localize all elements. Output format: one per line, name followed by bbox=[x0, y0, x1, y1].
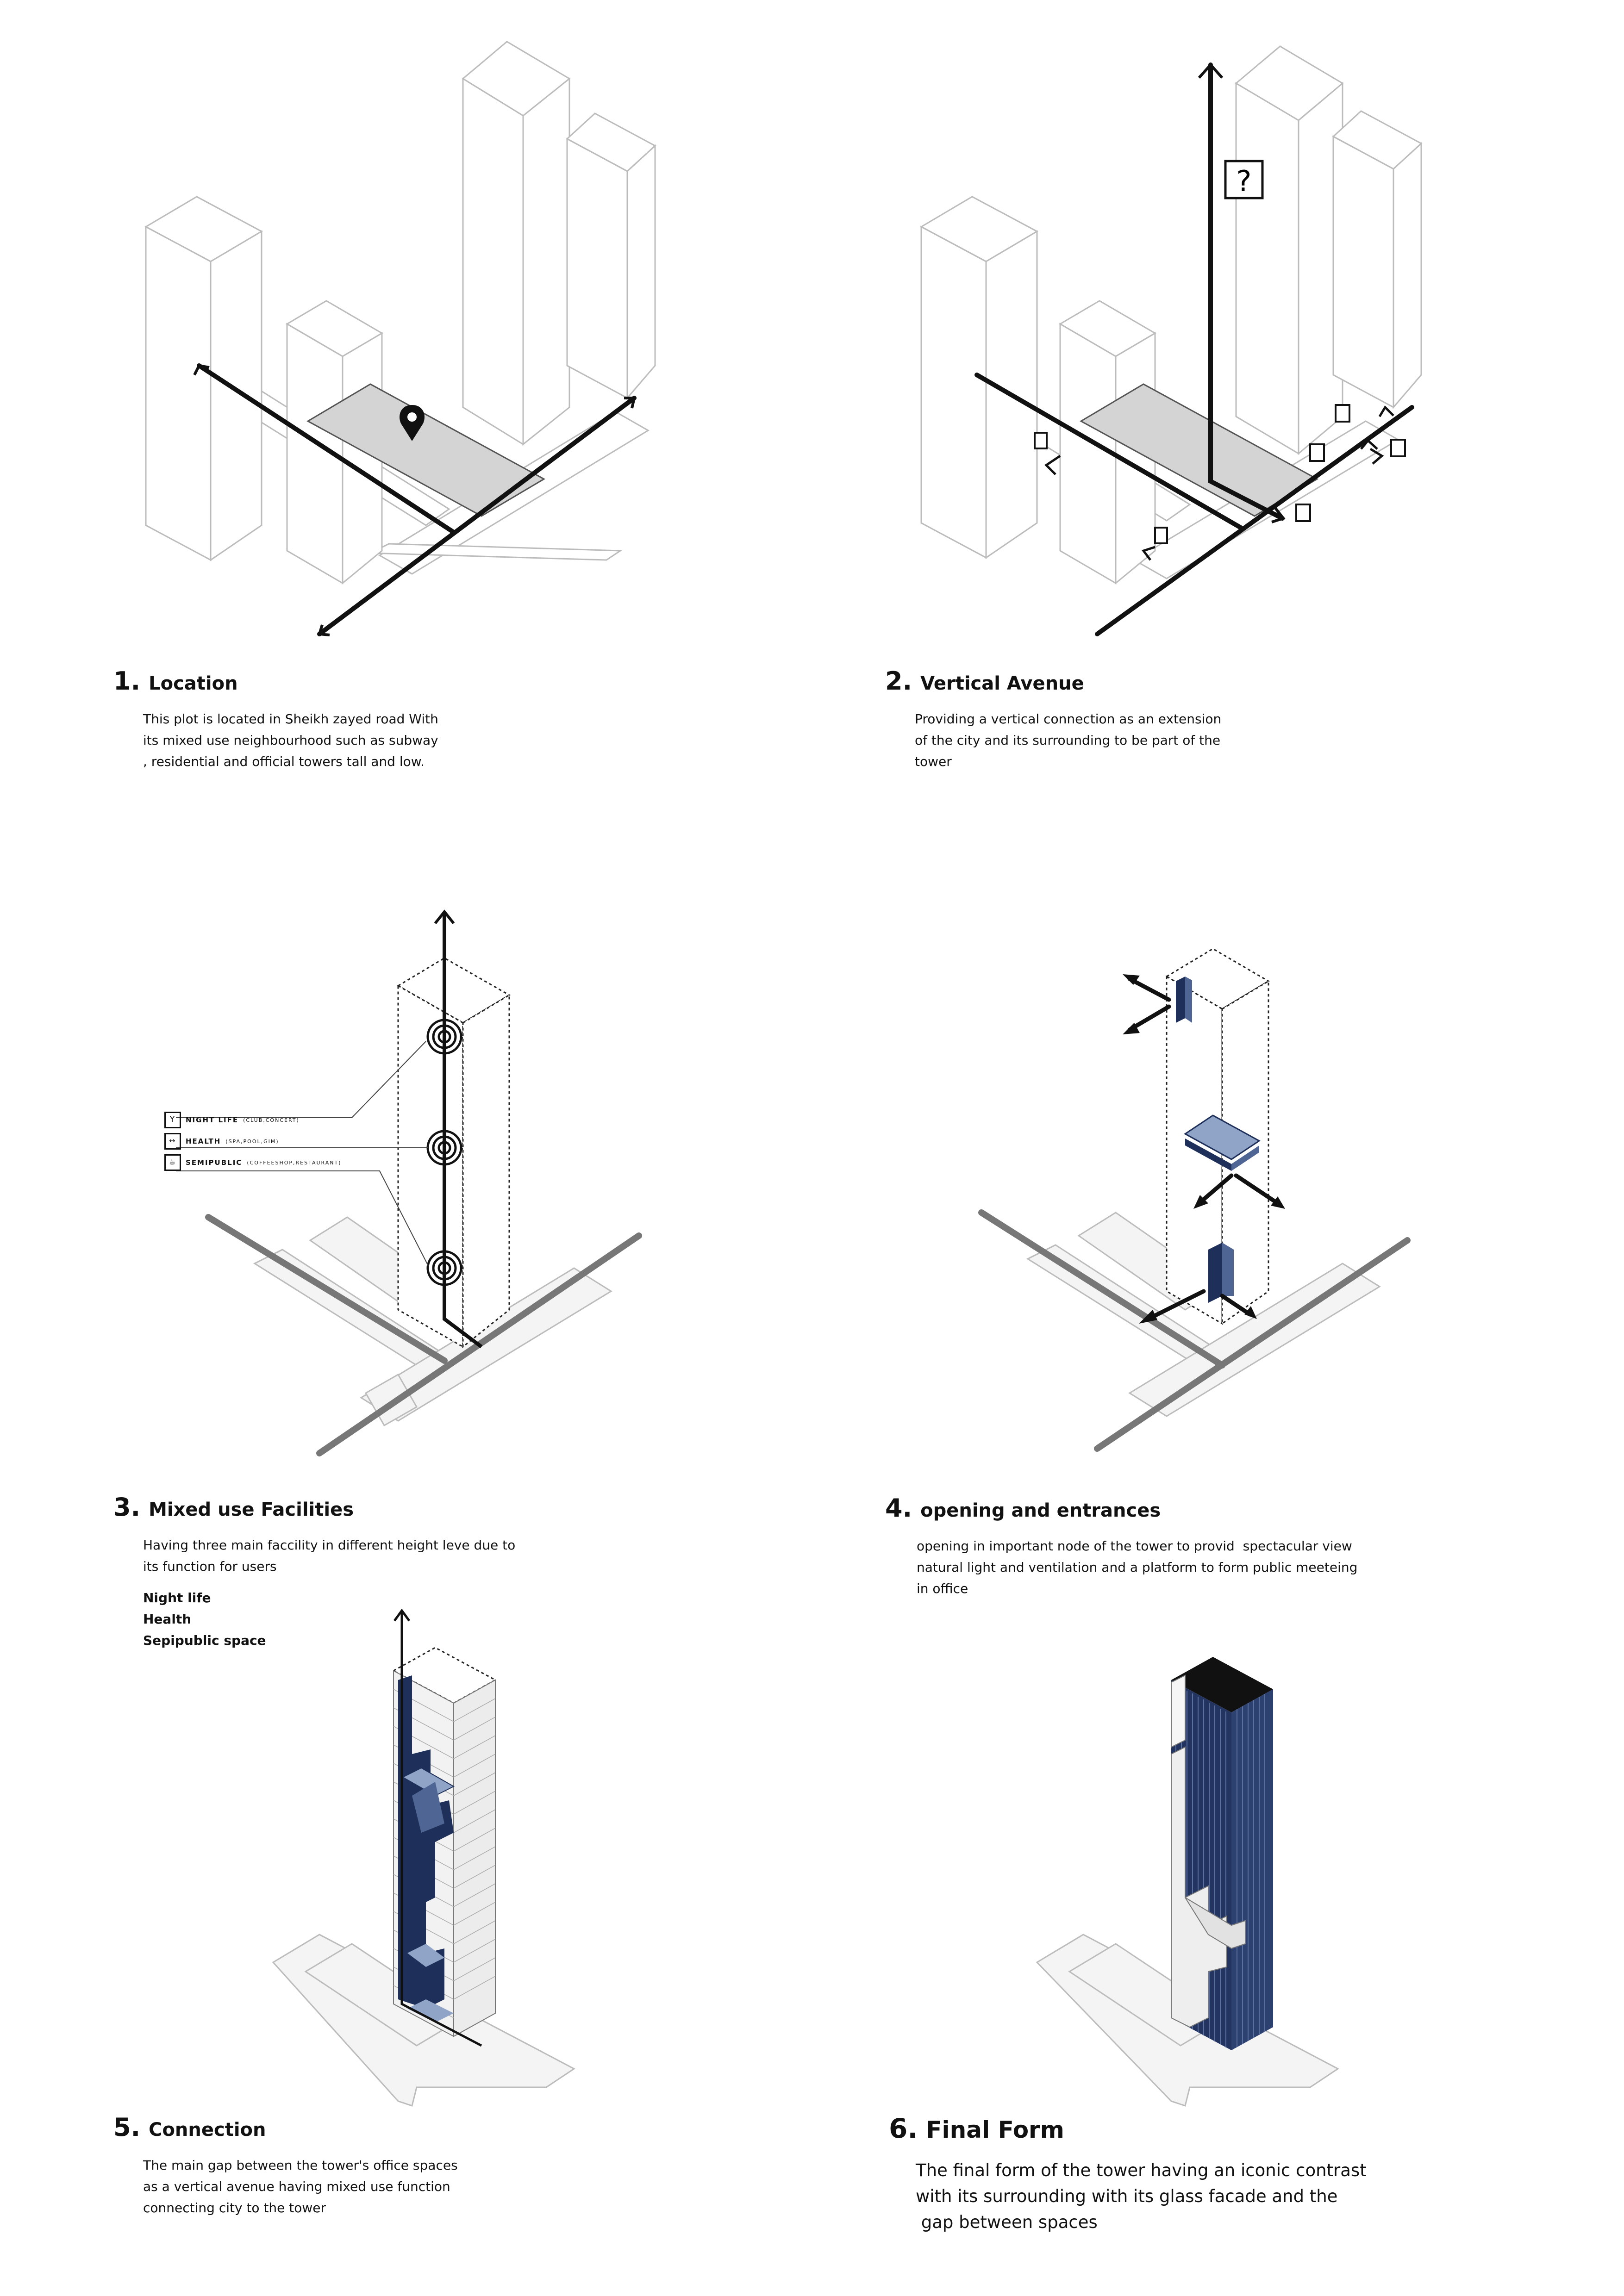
caption-heading: 5. Connection bbox=[113, 2115, 669, 2140]
caption-line: of the city and its surrounding to be pa… bbox=[915, 730, 1441, 751]
caption-heading: 3. Mixed use Facilities bbox=[113, 1495, 669, 1520]
legend-sub: (CLUB,CONCERT) bbox=[243, 1117, 300, 1123]
caption-line: its mixed use neighbourhood such as subw… bbox=[143, 730, 669, 751]
question-mark-icon: ? bbox=[1225, 161, 1262, 198]
caption-title: Location bbox=[149, 674, 237, 693]
facility-list-item: Sepipublic space bbox=[143, 1630, 669, 1651]
tower-facade-right bbox=[1231, 1689, 1273, 2050]
turn-icon bbox=[1391, 440, 1405, 456]
caption-body: This plot is located in Sheikh zayed roa… bbox=[143, 709, 669, 772]
caption-vertical-avenue: 2. Vertical Avenue Providing a vertical … bbox=[885, 669, 1441, 772]
legend-main: NIGHT LIFE bbox=[186, 1116, 238, 1124]
caption-body: Providing a vertical connection as an ex… bbox=[915, 709, 1441, 772]
caption-line: its function for users bbox=[143, 1556, 669, 1577]
facility-list-item: Health bbox=[143, 1609, 669, 1630]
caption-heading: 2. Vertical Avenue bbox=[885, 669, 1441, 694]
shop-icon bbox=[1155, 528, 1167, 543]
vertical-avenue-diagram: ? bbox=[903, 37, 1505, 666]
caption-mixed-use: 3. Mixed use Facilities Having three mai… bbox=[113, 1495, 669, 1651]
caption-heading: 4. opening and entrances bbox=[885, 1496, 1441, 1521]
svg-text:?: ? bbox=[1237, 164, 1252, 198]
building-icon bbox=[1310, 444, 1324, 461]
caption-line: connecting city to the tower bbox=[143, 2197, 669, 2219]
final-form-diagram bbox=[1032, 1648, 1417, 2129]
caption-title: Vertical Avenue bbox=[920, 674, 1084, 693]
caption-location: 1. Location This plot is located in Shei… bbox=[113, 669, 669, 772]
legend-main: HEALTH bbox=[186, 1137, 221, 1145]
location-diagram bbox=[111, 28, 713, 666]
caption-body: opening in important node of the tower t… bbox=[917, 1536, 1441, 1599]
office-icon bbox=[1336, 405, 1349, 422]
caption-title: Final Form bbox=[926, 2118, 1064, 2141]
mixed-use-diagram bbox=[157, 884, 681, 1500]
caption-connection: 5. Connection The main gap between the t… bbox=[113, 2115, 669, 2219]
caption-openings: 4. opening and entrances opening in impo… bbox=[885, 1496, 1441, 1599]
caption-line: natural light and ventilation and a plat… bbox=[917, 1557, 1441, 1578]
caption-line: with its surrounding with its glass faca… bbox=[916, 2184, 1444, 2209]
caption-title: Connection bbox=[149, 2121, 266, 2139]
legend-row-semipublic: ☕ SEMIPUBLIC (COFFEESHOP,RESTAURANT) bbox=[164, 1153, 424, 1172]
caption-line: This plot is located in Sheikh zayed roa… bbox=[143, 709, 669, 730]
caption-line: tower bbox=[915, 751, 1441, 772]
caption-title: Mixed use Facilities bbox=[149, 1500, 354, 1519]
legend-main: SEMIPUBLIC bbox=[186, 1158, 242, 1167]
caption-line: in office bbox=[917, 1578, 1441, 1599]
caption-line: The final form of the tower having an ic… bbox=[916, 2158, 1444, 2184]
caption-number: 4. bbox=[885, 1496, 912, 1521]
restaurant-icon bbox=[1296, 504, 1310, 521]
caption-heading: 1. Location bbox=[113, 669, 669, 694]
dumbbell-icon: ↔ bbox=[164, 1133, 181, 1150]
legend-sub: (SPA,POOL,GIM) bbox=[225, 1139, 279, 1145]
caption-number: 2. bbox=[885, 669, 912, 694]
caption-line: , residential and official towers tall a… bbox=[143, 751, 669, 772]
caption-line: opening in important node of the tower t… bbox=[917, 1536, 1441, 1557]
facility-legend: Y NIGHT LIFE (CLUB,CONCERT) ↔ HEALTH (SPA,… bbox=[164, 1111, 424, 1172]
coffee-icon: ☕ bbox=[164, 1154, 181, 1171]
train-icon bbox=[1035, 433, 1047, 448]
caption-body: The main gap between the tower's office … bbox=[143, 2155, 669, 2219]
caption-line: Having three main faccility in different… bbox=[143, 1535, 669, 1556]
caption-line: gap between spaces bbox=[916, 2209, 1444, 2235]
facility-list: Night life Health Sepipublic space bbox=[143, 1587, 669, 1651]
tower-gap bbox=[1171, 1675, 1185, 1747]
legend-row-health: ↔ HEALTH (SPA,POOL,GIM) bbox=[164, 1132, 424, 1151]
legend-row-night-life: Y NIGHT LIFE (CLUB,CONCERT) bbox=[164, 1111, 424, 1129]
openings-diagram bbox=[963, 926, 1472, 1500]
cocktail-icon: Y bbox=[164, 1112, 181, 1128]
caption-title: opening and entrances bbox=[920, 1501, 1161, 1520]
caption-line: The main gap between the tower's office … bbox=[143, 2155, 669, 2176]
legend-sub: (COFFEESHOP,RESTAURANT) bbox=[247, 1160, 341, 1166]
caption-final-form: 6. Final Form The final form of the towe… bbox=[889, 2115, 1444, 2235]
caption-number: 5. bbox=[113, 2115, 140, 2140]
caption-heading: 6. Final Form bbox=[889, 2115, 1444, 2142]
connection-diagram bbox=[259, 1601, 676, 2115]
caption-number: 3. bbox=[113, 1495, 140, 1520]
caption-body: The final form of the tower having an ic… bbox=[916, 2158, 1444, 2235]
caption-number: 6. bbox=[889, 2115, 918, 2142]
caption-line: as a vertical avenue having mixed use fu… bbox=[143, 2176, 669, 2197]
facility-list-item: Night life bbox=[143, 1587, 669, 1609]
caption-body: Having three main faccility in different… bbox=[143, 1535, 669, 1577]
caption-number: 1. bbox=[113, 669, 140, 694]
caption-line: Providing a vertical connection as an ex… bbox=[915, 709, 1441, 730]
